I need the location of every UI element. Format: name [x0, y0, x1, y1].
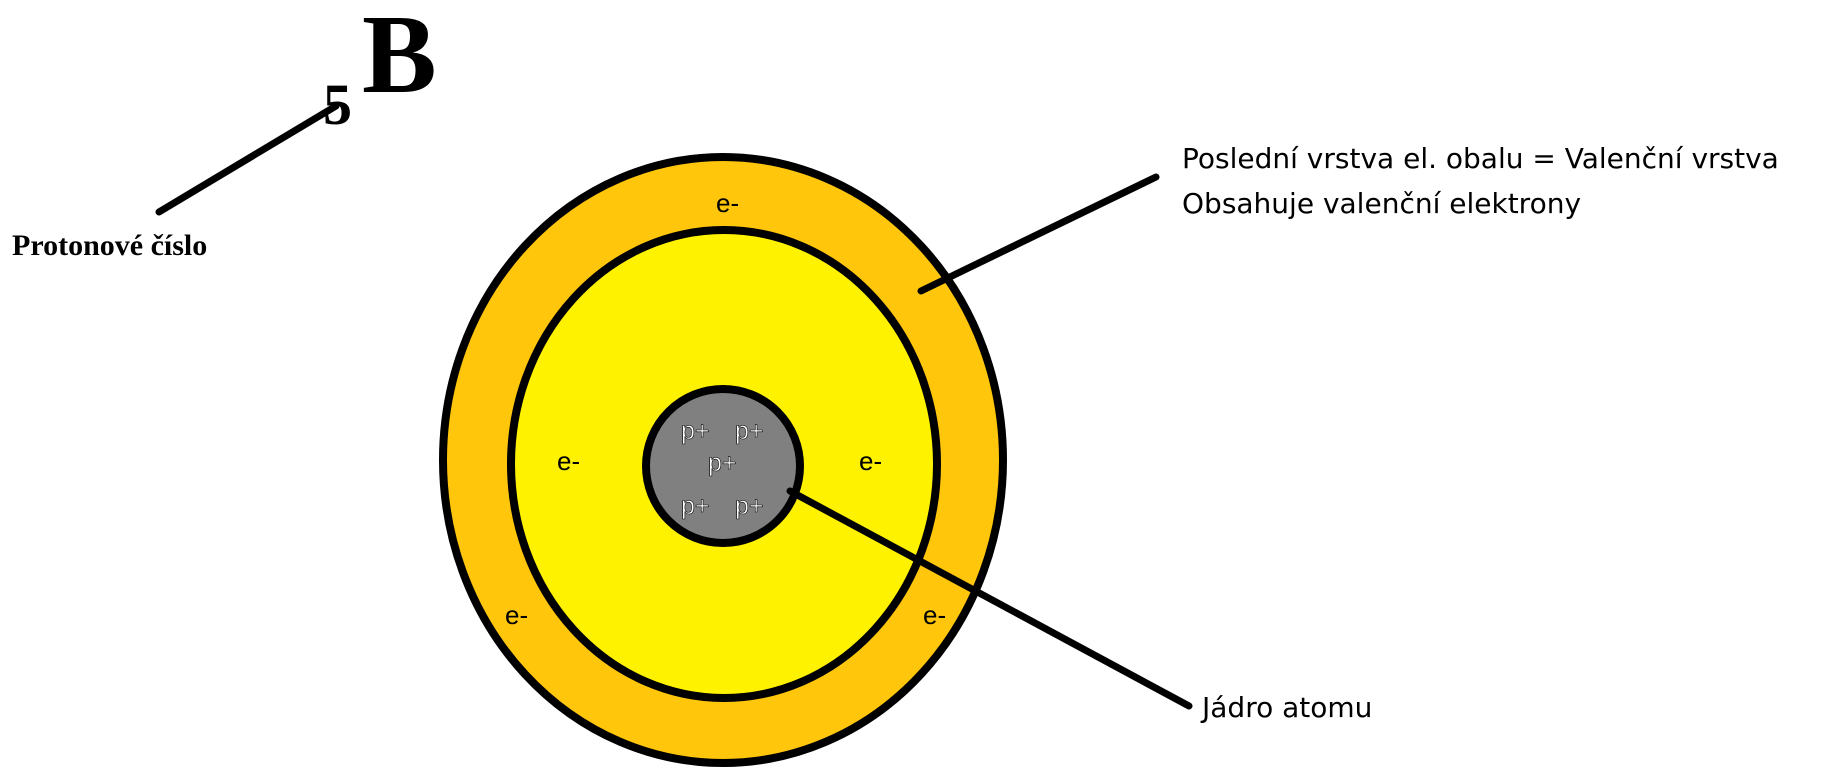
element-notation: 5 B: [323, 0, 437, 137]
protons: p+ p+ p+ p+ p+: [681, 417, 764, 521]
electrons: e- e- e- e- e-: [505, 188, 946, 630]
proton: p+: [681, 417, 710, 445]
nucleus-leader-line: [786, 487, 1193, 710]
electron-inner-left: e-: [557, 446, 580, 476]
electron-inner-right: e-: [859, 446, 882, 476]
electron-valence-right: e-: [923, 600, 946, 630]
electron-valence-top: e-: [716, 188, 739, 218]
nucleus: [642, 385, 804, 547]
nucleus-label: Jádro atomu: [1200, 691, 1372, 724]
proton: p+: [735, 492, 764, 520]
electron-valence-left: e-: [505, 600, 528, 630]
valence-shell-label-line2: Obsahuje valenční elektrony: [1182, 187, 1581, 220]
proton: p+: [681, 492, 710, 520]
proton: p+: [708, 449, 737, 477]
element-symbol: B: [362, 0, 437, 117]
proton-number-label: Protonové číslo: [12, 229, 207, 262]
valence-shell-leader-line: [917, 173, 1160, 295]
proton: p+: [735, 417, 764, 445]
proton-number-leader-line: [155, 102, 340, 216]
valence-shell-label-line1: Poslední vrstva el. obalu = Valenční vrs…: [1182, 142, 1779, 175]
